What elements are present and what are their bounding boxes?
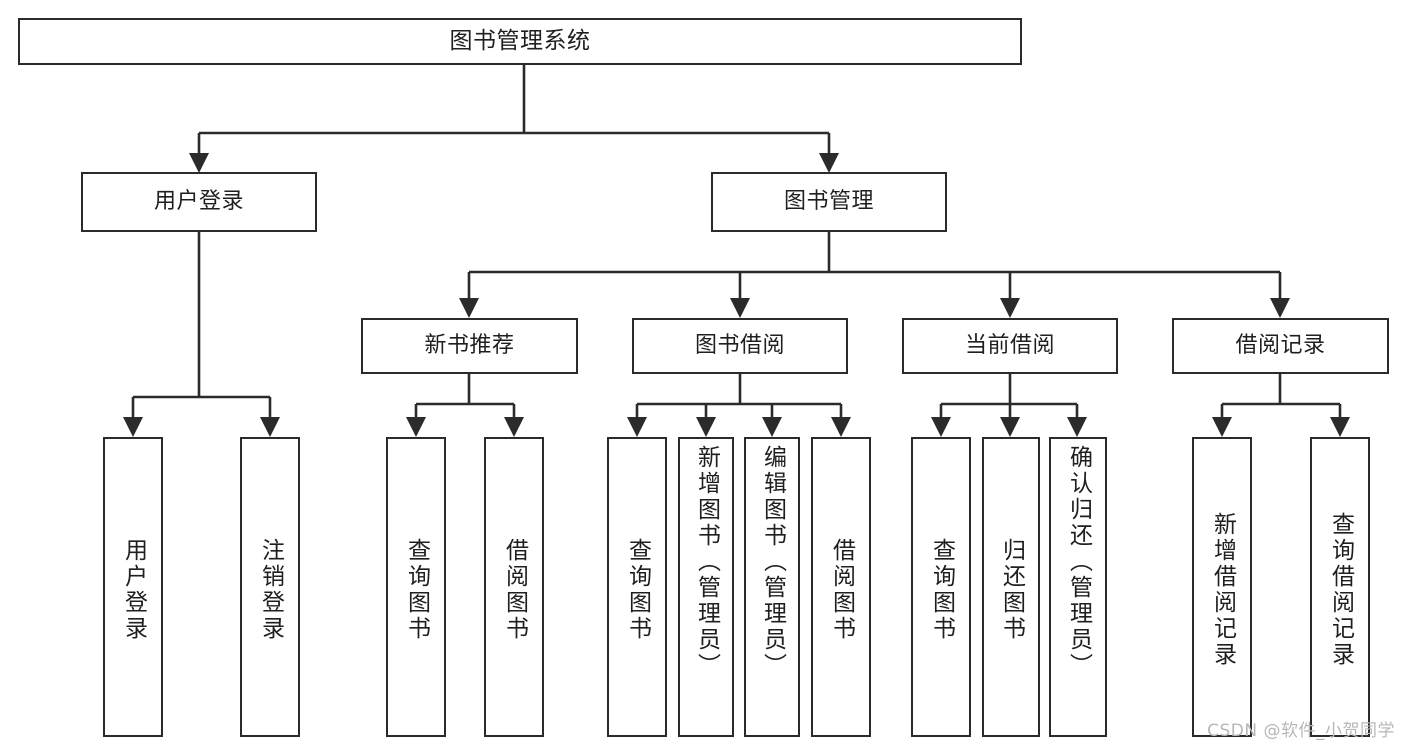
node-label: 借阅图书 xyxy=(501,538,528,642)
leaf-add-borrow-record[interactable]: 新增借阅记录 xyxy=(1192,437,1252,737)
edge-book-mgmt-to-level3 xyxy=(459,232,1290,318)
node-user-login[interactable]: 用户登录 xyxy=(81,172,317,232)
leaf-query-borrow-record[interactable]: 查询借阅记录 xyxy=(1310,437,1370,737)
node-label: 当前借阅 xyxy=(964,332,1055,358)
node-label: 新书推荐 xyxy=(424,332,515,358)
leaf-user-login[interactable]: 用户登录 xyxy=(103,437,163,737)
node-new-book-recommendation[interactable]: 新书推荐 xyxy=(361,318,578,374)
node-label: 查询图书 xyxy=(403,538,430,642)
node-label: 查询借阅记录 xyxy=(1327,512,1354,668)
edge-current-borrow-to-leaves xyxy=(931,374,1087,437)
node-label: 新增借阅记录 xyxy=(1209,512,1236,668)
node-book-management[interactable]: 图书管理 xyxy=(711,172,947,232)
edge-book-borrow-to-leaves xyxy=(627,374,851,437)
leaf-query-book-borrow[interactable]: 查询图书 xyxy=(607,437,667,737)
leaf-confirm-return-admin[interactable]: 确认归还（管理员） xyxy=(1049,437,1107,737)
node-label: 用户登录 xyxy=(153,188,244,214)
node-label: 新增图书（管理员） xyxy=(693,445,720,679)
leaf-borrow-book-new[interactable]: 借阅图书 xyxy=(484,437,544,737)
node-label: 查询图书 xyxy=(624,538,651,642)
node-label: 图书管理 xyxy=(783,188,874,214)
node-label: 图书管理系统 xyxy=(449,28,591,55)
edge-user-login-to-leaves xyxy=(123,232,280,437)
node-label: 借阅图书 xyxy=(828,538,855,642)
node-label: 借阅记录 xyxy=(1235,332,1326,358)
node-label: 注销登录 xyxy=(257,538,284,642)
leaf-add-book-admin[interactable]: 新增图书（管理员） xyxy=(678,437,734,737)
node-label: 归还图书 xyxy=(998,538,1025,642)
node-borrow-record[interactable]: 借阅记录 xyxy=(1172,318,1389,374)
leaf-edit-book-admin[interactable]: 编辑图书（管理员） xyxy=(744,437,800,737)
edge-borrow-record-to-leaves xyxy=(1212,374,1350,437)
node-label: 查询图书 xyxy=(928,538,955,642)
edge-new-book-to-leaves xyxy=(406,374,524,437)
leaf-query-book-current[interactable]: 查询图书 xyxy=(911,437,971,737)
node-current-borrow[interactable]: 当前借阅 xyxy=(902,318,1118,374)
leaf-borrow-book[interactable]: 借阅图书 xyxy=(811,437,871,737)
node-label: 图书借阅 xyxy=(694,332,785,358)
node-label: 编辑图书（管理员） xyxy=(759,445,786,679)
leaf-return-book[interactable]: 归还图书 xyxy=(982,437,1040,737)
node-label: 用户登录 xyxy=(120,538,147,642)
csdn-watermark: CSDN @软件_小贺同学 xyxy=(1207,721,1395,741)
node-root-book-management-system[interactable]: 图书管理系统 xyxy=(18,18,1022,65)
leaf-logout[interactable]: 注销登录 xyxy=(240,437,300,737)
edge-root-to-level2 xyxy=(189,65,839,173)
node-label: 确认归还（管理员） xyxy=(1065,445,1092,679)
leaf-query-book-new[interactable]: 查询图书 xyxy=(386,437,446,737)
node-book-borrow[interactable]: 图书借阅 xyxy=(632,318,848,374)
